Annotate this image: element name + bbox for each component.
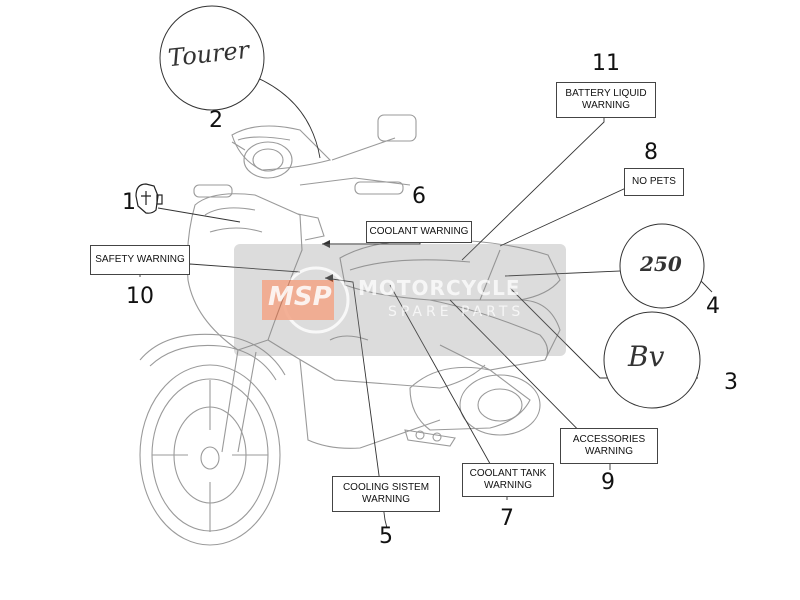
emblem-circle-2 xyxy=(159,5,265,111)
callout-number-6: 6 xyxy=(412,184,426,209)
label-8-line-1: NO PETS xyxy=(632,176,676,187)
badge-bv-text: Bv xyxy=(628,340,665,373)
label-11-line-1: BATTERY LIQUID xyxy=(565,88,647,99)
callout-number-9: 9 xyxy=(601,470,615,495)
watermark-line2: SPARE PARTS xyxy=(388,304,525,320)
callout-number-2: 2 xyxy=(209,108,223,133)
watermark-logo: MSP xyxy=(268,282,332,312)
callout-number-1: 1 xyxy=(122,190,136,215)
leader-1 xyxy=(157,207,241,223)
arrow-heads xyxy=(322,240,333,282)
callout-number-10: 10 xyxy=(126,284,154,309)
callout-number-8: 8 xyxy=(644,140,658,165)
emblem-circle-3 xyxy=(603,311,701,409)
label-9-line-2: WARNING xyxy=(585,446,633,457)
label-battery-liquid-warning: BATTERY LIQUID WARNING xyxy=(556,82,656,118)
label-coolant-tank-warning: COOLANT TANK WARNING xyxy=(462,463,554,497)
emblem-circle-4 xyxy=(619,223,705,309)
callout-number-3: 3 xyxy=(724,370,738,395)
badge-250-text: 250 xyxy=(640,252,682,276)
label-5-line-1: COOLING SISTEM xyxy=(342,482,430,493)
callout-number-11: 11 xyxy=(592,51,620,76)
label-7-line-1: COOLANT TANK xyxy=(469,468,547,479)
label-9-line-1: ACCESSORIES xyxy=(572,434,646,445)
label-6-line-1: COOLANT WARNING xyxy=(369,226,469,237)
label-11-line-2: WARNING xyxy=(582,100,630,111)
label-cooling-system-warning: COOLING SISTEM WARNING xyxy=(332,476,440,512)
watermark xyxy=(234,244,566,356)
leader-2 xyxy=(252,75,321,159)
callout-number-5: 5 xyxy=(379,524,393,549)
leader-5 xyxy=(324,277,388,529)
label-coolant-warning: COOLANT WARNING xyxy=(366,221,472,243)
label-10-line-1: SAFETY WARNING xyxy=(95,254,185,265)
part-1-emblem xyxy=(135,183,163,214)
label-no-pets: NO PETS xyxy=(624,168,684,196)
label-5-line-2: WARNING xyxy=(362,494,410,505)
label-accessories-warning: ACCESSORIES WARNING xyxy=(560,428,658,464)
leader-11 xyxy=(461,118,605,261)
callout-number-4: 4 xyxy=(706,294,720,319)
label-safety-warning: SAFETY WARNING xyxy=(90,245,190,275)
callout-number-7: 7 xyxy=(500,506,514,531)
watermark-line1: MOTORCYCLE xyxy=(358,276,521,300)
label-7-line-2: WARNING xyxy=(484,480,532,491)
